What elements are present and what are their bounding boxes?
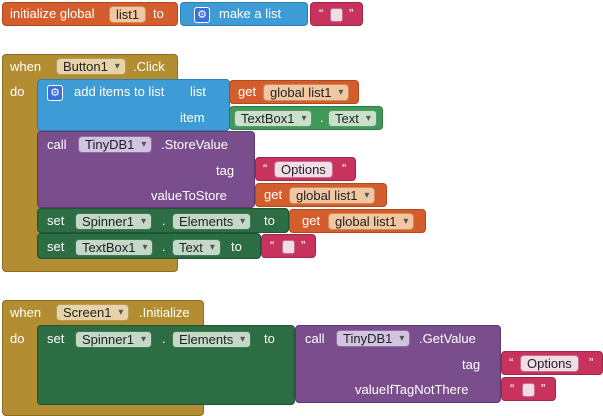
open-quote: “ [270, 238, 275, 253]
make-list-label: make a list [219, 6, 282, 21]
options-string-value[interactable]: Options [274, 161, 333, 178]
open-quote: “ [263, 161, 268, 176]
close-quote: ” [589, 355, 594, 370]
initialize-event-label: .Initialize [139, 305, 190, 320]
call-label: call [47, 137, 67, 152]
init-global-label: initialize global [10, 6, 95, 21]
open-quote: “ [509, 355, 514, 370]
empty-text-block[interactable]: “ ” [310, 2, 363, 26]
add-items-to-list-block[interactable]: ⚙ add items to list list item [37, 79, 230, 131]
list-socket-label: list [190, 84, 206, 99]
tinydb1-component-dropdown[interactable]: TinyDB1 [78, 136, 153, 153]
empty-string-value[interactable] [282, 240, 295, 254]
dot-label: . [162, 213, 166, 228]
options-text-block-2[interactable]: “ Options ” [501, 351, 603, 375]
empty-text-block-2[interactable]: “ ” [261, 234, 316, 258]
open-quote: “ [510, 381, 515, 396]
add-items-label: add items to list [74, 84, 165, 99]
set-to-label: to [264, 331, 275, 346]
gear-icon[interactable]: ⚙ [47, 85, 63, 101]
set-textbox1-text-block[interactable]: set TextBox1 . Text to [37, 233, 261, 259]
get-global-list1-block-2[interactable]: get global list1 [255, 183, 387, 207]
button1-component-dropdown[interactable]: Button1 [56, 58, 126, 75]
get-label: get [302, 213, 321, 228]
tinydb-getvalue-block[interactable]: call TinyDB1 .GetValue tag valueIfTagNot… [295, 325, 501, 403]
set-to-label: to [231, 239, 242, 254]
get-label: get [264, 187, 283, 202]
dot-label: . [162, 331, 166, 346]
dot-label: . [320, 110, 324, 125]
global-list1-dropdown[interactable]: global list1 [328, 213, 415, 230]
set-spinner1-elements-block[interactable]: set Spinner1 . Elements to [37, 208, 289, 233]
set-to-label: to [264, 213, 275, 228]
get-global-list1-block[interactable]: get global list1 [229, 80, 359, 104]
spinner1-component-dropdown[interactable]: Spinner1 [75, 331, 153, 348]
options-string-value[interactable]: Options [520, 355, 579, 372]
textbox1-component-dropdown[interactable]: TextBox1 [234, 110, 313, 127]
when-label: when [10, 59, 42, 74]
do-label: do [10, 331, 25, 346]
elements-property-dropdown[interactable]: Elements [172, 331, 252, 348]
elements-property-dropdown[interactable]: Elements [172, 213, 252, 230]
tag-socket-label: tag [462, 357, 481, 372]
click-event-label: .Click [133, 59, 165, 74]
close-quote: ” [301, 238, 306, 253]
text-property-dropdown[interactable]: Text [328, 110, 377, 127]
global-list1-dropdown[interactable]: global list1 [263, 84, 350, 101]
textbox1-text-getter[interactable]: TextBox1 . Text [229, 106, 383, 130]
set-label: set [47, 239, 65, 254]
set-spinner1-elements-block-2[interactable]: set Spinner1 . Elements to [37, 325, 295, 405]
global-list1-dropdown[interactable]: global list1 [289, 187, 376, 204]
tag-socket-label: tag [216, 163, 235, 178]
getvalue-method-label: .GetValue [419, 331, 476, 346]
textbox1-component-dropdown[interactable]: TextBox1 [75, 239, 154, 256]
close-quote: ” [342, 161, 347, 176]
item-socket-label: item [180, 110, 205, 125]
call-label: call [305, 331, 325, 346]
open-quote: “ [319, 6, 324, 21]
options-text-block[interactable]: “ Options ” [255, 157, 356, 181]
empty-text-block-3[interactable]: “ ” [501, 377, 556, 401]
dot-label: . [162, 239, 166, 254]
get-label: get [238, 84, 257, 99]
screen1-component-dropdown[interactable]: Screen1 [56, 304, 130, 321]
set-label: set [47, 213, 65, 228]
set-label: set [47, 331, 65, 346]
value-to-store-label: valueToStore [151, 188, 227, 203]
make-list-block[interactable]: ⚙ make a list [180, 2, 308, 26]
init-to-label: to [153, 6, 164, 21]
empty-string-value[interactable] [522, 383, 535, 397]
global-init-block[interactable]: initialize global list1 to [2, 2, 178, 26]
when-label: when [10, 305, 42, 320]
global-var-name[interactable]: list1 [109, 6, 147, 23]
tinydb-storevalue-block[interactable]: call TinyDB1 .StoreValue tag valueToStor… [37, 131, 255, 208]
value-if-not-there-label: valueIfTagNotThere [355, 382, 469, 397]
close-quote: ” [541, 381, 546, 396]
gear-icon[interactable]: ⚙ [194, 7, 210, 23]
spinner1-component-dropdown[interactable]: Spinner1 [75, 213, 153, 230]
text-property-dropdown[interactable]: Text [172, 239, 221, 256]
get-global-list1-block-3[interactable]: get global list1 [289, 209, 426, 233]
tinydb1-component-dropdown[interactable]: TinyDB1 [336, 330, 411, 347]
close-quote: ” [349, 6, 354, 21]
do-label: do [10, 84, 25, 99]
storevalue-method-label: .StoreValue [161, 137, 228, 152]
empty-string-value[interactable] [330, 8, 343, 22]
